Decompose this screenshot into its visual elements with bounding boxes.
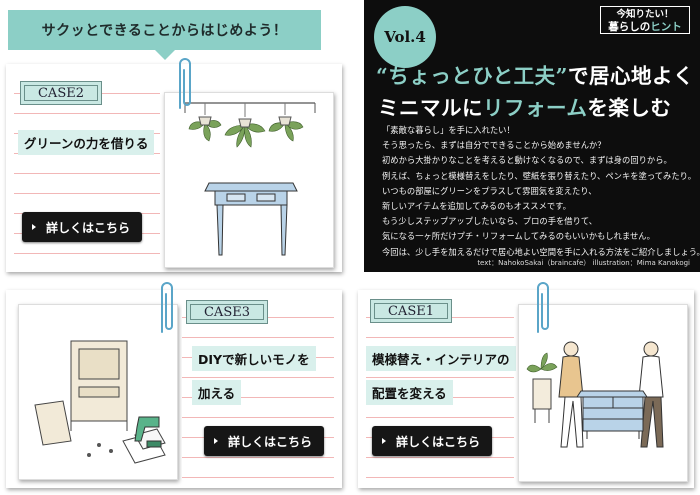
case2-card: CASE2 グリーンの力を借りる 詳しくはこちら xyxy=(6,58,342,272)
hero-title-part-d: リフォーム xyxy=(483,96,588,120)
case3-illustration-frame xyxy=(18,304,178,480)
vol-badge-label: Vol.4 xyxy=(384,28,426,46)
case3-heading-line1-text: DIYで新しいモノを xyxy=(198,352,310,367)
hero-body-line: 初めから大掛かりなことを考えると動けなくなるので、まずは身の回りから。 xyxy=(382,155,672,166)
case1-card: CASE1 模様替え・インテリアの 配置を変える 詳しくはこちら xyxy=(358,282,694,488)
series-line2: 暮らしのヒント xyxy=(601,21,689,33)
case1-heading-line2: 配置を変える xyxy=(366,380,453,405)
header-ribbon: サクッとできることからはじめよう！ xyxy=(8,10,321,50)
hero-body-line: 例えば、ちょっと模様替えをしたり、壁紙を張り替えたり、ペンキを塗ってみたり。 xyxy=(382,170,697,181)
play-triangle-icon xyxy=(382,438,386,444)
case2-heading-line1: グリーンの力を借りる xyxy=(24,136,149,151)
case3-heading-line2: 加える xyxy=(192,380,242,405)
hero-body-line: 新しいアイテムを追加してみるのもオススメです。 xyxy=(382,201,571,212)
hero-panel: Vol.4 今知りたい！ 暮らしのヒント “ちょっとひと工夫”で居心地よく ミニ… xyxy=(364,0,700,272)
plants-and-desk-illustration xyxy=(184,102,316,256)
case1-heading-line1: 模様替え・インテリアの xyxy=(366,346,516,371)
hero-title-line1: “ちょっとひと工夫”で居心地よく xyxy=(376,59,694,89)
case2-details-button-label: 詳しくはこちら xyxy=(46,220,131,235)
hero-title-part-c: ミニマルに xyxy=(378,96,483,120)
hero-body-line: 今回は、少し手を加えるだけで居心地よい空間を手に入れる方法をご紹介しましょう。 xyxy=(382,246,700,257)
header-ribbon-tail xyxy=(155,50,175,60)
hero-body-line: いつもの部屋にグリーンをプラスして雰囲気を変えたり、 xyxy=(382,185,597,196)
vol-badge: Vol.4 xyxy=(374,6,436,68)
case2-tag-label: CASE2 xyxy=(37,85,84,101)
credits: text：NahokoSakai（braincafe） illustration… xyxy=(477,259,690,267)
hero-title-part-b: で居心地よく xyxy=(567,64,694,88)
case2-tag: CASE2 xyxy=(20,81,102,105)
case2-details-button[interactable]: 詳しくはこちら xyxy=(22,212,142,242)
hero-body-line: そう思ったら、まずは自分でできることから始めませんか？ xyxy=(382,140,606,151)
paperclip-icon xyxy=(161,282,173,333)
header-ribbon-text: サクッとできることからはじめよう！ xyxy=(41,23,288,39)
case1-tag: CASE1 xyxy=(370,299,452,323)
hero-body-line: 「素敵な暮らし」を手に入れたい！ xyxy=(382,125,515,135)
case1-heading-line1-text: 模様替え・インテリアの xyxy=(372,352,510,367)
hero-body: 「素敵な暮らし」を手に入れたい！ そう思ったら、まずは自分でできることから始めま… xyxy=(382,123,700,260)
hero-title-part-a: “ちょっとひと工夫” xyxy=(376,64,568,88)
case1-details-button-label: 詳しくはこちら xyxy=(396,434,481,449)
hero-title-line2: ミニマルにリフォームを楽しむ xyxy=(378,91,671,121)
case1-illustration-frame xyxy=(518,304,688,482)
hero-body-line: もう少しステップアップしたいなら、プロの手を借りて、 xyxy=(382,216,598,227)
series-line1: 今知りたい！ xyxy=(616,9,674,20)
play-triangle-icon xyxy=(214,438,218,444)
paperclip-icon xyxy=(537,282,549,333)
case1-details-button[interactable]: 詳しくはこちら xyxy=(372,426,492,456)
series-logo: 今知りたい！ 暮らしのヒント xyxy=(600,6,690,34)
case1-tag-label: CASE1 xyxy=(387,303,434,319)
play-triangle-icon xyxy=(32,224,36,230)
case3-tag: CASE3 xyxy=(186,300,268,324)
case1-heading-line2-text: 配置を変える xyxy=(372,386,447,401)
hero-body-line: 気になる一ヶ所だけプチ・リフォームしてみるのもいいかもしれません。 xyxy=(382,231,655,242)
rearranging-furniture-illustration xyxy=(526,341,664,448)
case3-details-button[interactable]: 詳しくはこちら xyxy=(204,426,324,456)
case2-illustration-frame xyxy=(164,92,334,268)
case3-details-button-label: 詳しくはこちら xyxy=(228,434,313,449)
case3-heading-line2-text: 加える xyxy=(198,386,236,401)
series-line2-b: ヒント xyxy=(650,21,682,33)
case3-card: CASE3 DIYで新しいモノを 加える 詳しくはこちら xyxy=(6,282,342,488)
case2-heading: グリーンの力を借りる xyxy=(18,130,155,155)
case3-tag-label: CASE3 xyxy=(203,304,250,320)
diy-cabinet-illustration xyxy=(34,340,166,464)
paperclip-icon xyxy=(179,58,191,109)
series-line2-a: 暮らしの xyxy=(608,21,651,33)
case3-heading-line1: DIYで新しいモノを xyxy=(192,346,316,371)
hero-title-part-e: を楽しむ xyxy=(587,96,672,120)
